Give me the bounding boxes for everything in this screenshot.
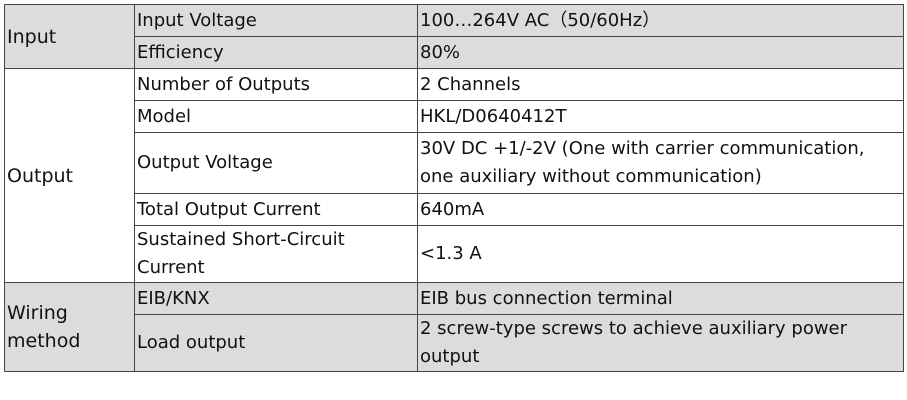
- value-efficiency: 80%: [417, 36, 904, 69]
- table-row: Model HKL/D0640412T: [5, 100, 904, 133]
- value-load-output: 2 screw-type screws to achieve auxiliary…: [417, 314, 904, 372]
- param-input-voltage: Input Voltage: [134, 4, 418, 37]
- table-row: Output Number of Outputs 2 Channels: [4, 68, 904, 283]
- table-row: Total Output Current 640mA: [5, 193, 904, 226]
- section-label-input: Input: [4, 4, 135, 69]
- table-row: Efficiency 80%: [5, 36, 904, 69]
- table-row: Wiring method EIB/KNX EIB bus connection…: [4, 282, 904, 372]
- param-load-output: Load output: [134, 314, 418, 372]
- table-row: Sustained Short-Circuit Current <1.3 A: [5, 225, 904, 283]
- param-model: Model: [134, 100, 418, 133]
- value-output-voltage: 30V DC +1/-2V (One with carrier communic…: [417, 132, 904, 194]
- value-model: HKL/D0640412T: [417, 100, 904, 133]
- table-row: Load output 2 screw-type screws to achie…: [5, 314, 904, 372]
- section-label-output: Output: [4, 68, 135, 283]
- param-efficiency: Efficiency: [134, 36, 418, 69]
- param-output-voltage: Output Voltage: [134, 132, 418, 194]
- value-input-voltage: 100…264V AC（50/60Hz）: [417, 4, 904, 37]
- value-eib-knx: EIB bus connection terminal: [417, 282, 904, 315]
- param-number-of-outputs: Number of Outputs: [134, 68, 418, 101]
- param-short-circuit-current: Sustained Short-Circuit Current: [134, 225, 418, 283]
- value-total-output-current: 640mA: [417, 193, 904, 226]
- spec-table: Input Input Voltage 100…264V AC（50/60Hz）…: [4, 4, 904, 372]
- section-label-wiring-method: Wiring method: [4, 282, 135, 372]
- value-number-of-outputs: 2 Channels: [417, 68, 904, 101]
- param-eib-knx: EIB/KNX: [134, 282, 418, 315]
- param-total-output-current: Total Output Current: [134, 193, 418, 226]
- value-short-circuit-current: <1.3 A: [417, 225, 904, 283]
- table-row: Input Input Voltage 100…264V AC（50/60Hz）: [4, 4, 904, 69]
- table-row: Output Voltage 30V DC +1/-2V (One with c…: [5, 132, 904, 194]
